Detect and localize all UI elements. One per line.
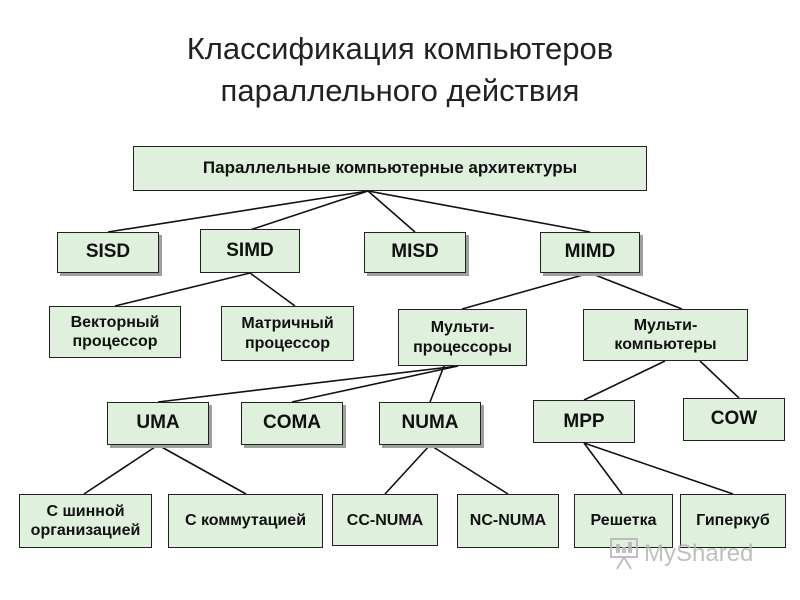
edge-mimd-multicomp bbox=[589, 272, 683, 310]
edge-multiproc-numa bbox=[429, 365, 445, 403]
edge-multiproc-uma bbox=[157, 365, 459, 403]
edge-multicomp-mpp bbox=[583, 360, 666, 401]
node-cc-numa: CC-NUMA bbox=[332, 494, 438, 546]
node-multicomputers: Мульти- компьютеры bbox=[583, 309, 748, 361]
node-numa: NUMA bbox=[379, 402, 481, 445]
node-cow: COW bbox=[683, 398, 785, 441]
edge-root-simd bbox=[249, 190, 369, 231]
edge-uma-bus bbox=[83, 444, 159, 495]
node-switching: С коммутацией bbox=[168, 494, 323, 548]
presentation-board-icon bbox=[610, 538, 638, 570]
edge-multicomp-cow bbox=[699, 360, 740, 399]
node-bus-organization: С шинной организацией bbox=[19, 494, 152, 548]
watermark-text: MyShared bbox=[644, 540, 754, 567]
node-uma: UMA bbox=[107, 402, 209, 445]
edge-numa-ncnuma bbox=[429, 444, 509, 495]
edge-root-sisd bbox=[107, 190, 369, 233]
node-sisd: SISD bbox=[57, 232, 159, 273]
node-vector-processor: Векторный процессор bbox=[49, 306, 181, 358]
edge-root-misd bbox=[367, 190, 416, 233]
edge-uma-switch bbox=[157, 444, 247, 495]
node-coma: COMA bbox=[241, 402, 343, 445]
node-misd: MISD bbox=[364, 232, 466, 273]
title-line-2: параллельного действия bbox=[220, 73, 580, 108]
edge-numa-ccnuma bbox=[384, 444, 431, 495]
node-simd: SIMD bbox=[200, 229, 300, 273]
edge-mpp-grid bbox=[583, 442, 623, 495]
edge-root-mimd bbox=[367, 190, 591, 233]
node-multiprocessors: Мульти- процессоры bbox=[398, 309, 527, 366]
node-nc-numa: NC-NUMA bbox=[457, 494, 559, 548]
node-mimd: MIMD bbox=[540, 232, 640, 273]
edge-simd-vector bbox=[114, 272, 251, 307]
watermark: MyShared bbox=[608, 536, 753, 572]
edge-simd-matrix bbox=[249, 272, 296, 307]
diagram-title: Классификация компьютеров параллельного … bbox=[0, 28, 800, 112]
node-mpp: MPP bbox=[533, 400, 635, 443]
edge-multiproc-coma bbox=[291, 365, 459, 403]
node-hypercube: Гиперкуб bbox=[680, 494, 786, 548]
title-line-1: Классификация компьютеров bbox=[186, 31, 614, 66]
edge-mimd-multiproc bbox=[461, 272, 591, 310]
edge-mpp-hypercube bbox=[583, 442, 734, 495]
node-matrix-processor: Матричный процессор bbox=[221, 306, 354, 361]
node-parallel-architectures: Параллельные компьютерные архитектуры bbox=[133, 146, 647, 191]
